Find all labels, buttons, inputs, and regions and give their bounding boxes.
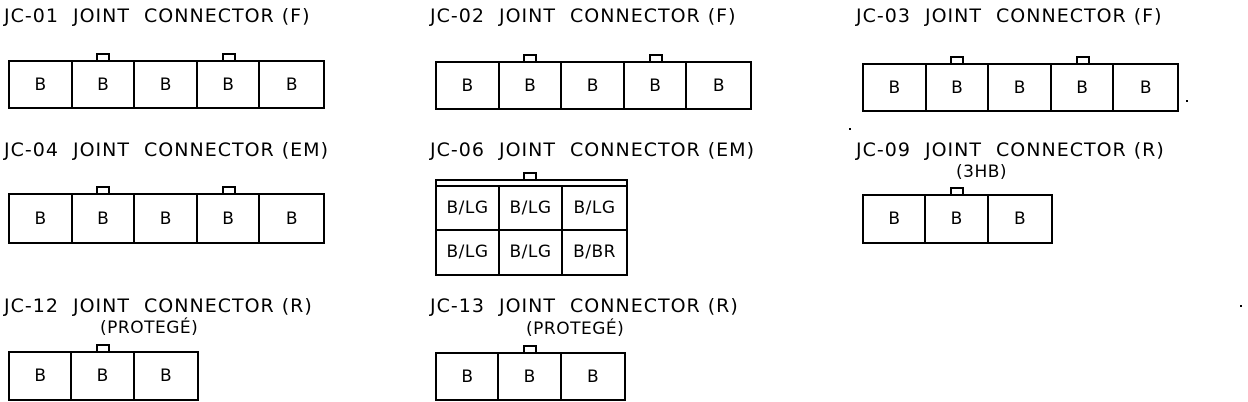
jc13-pin-3: B: [587, 366, 599, 387]
jc03-connector-body: B B B B B: [862, 63, 1179, 112]
jc03-lock-tab: [950, 56, 964, 63]
jc12-lock-tab: [96, 344, 110, 351]
jc06-connector-body: B/LG B/LG B/LG B/LG B/LG B/BR: [435, 185, 628, 276]
jc12-subtitle: (PROTEGÉ): [100, 318, 199, 338]
jc12-pin-3: B: [160, 366, 172, 386]
jc02-connector-body: B B B B B: [435, 61, 752, 110]
jc13-pin-2: B: [499, 354, 562, 399]
jc01-pin-5: B: [285, 74, 298, 95]
scan-speck-3: [1240, 305, 1242, 307]
jc03-pin-5: B: [1139, 77, 1152, 98]
jc09-pin-1: B: [864, 196, 927, 242]
jc06-pin-1: B/LG: [437, 187, 500, 231]
jc13-lock-tab: [523, 345, 537, 352]
jc04-pin-5: B: [285, 208, 298, 229]
jc09-lock-tab: [950, 187, 964, 194]
jc01-title: JC-01 JOINT CONNECTOR (F): [4, 5, 311, 27]
jc04-pin-4: B: [198, 195, 261, 242]
jc09-subtitle: (3HB): [956, 162, 1008, 182]
jc01-connector-body: B B B B B: [8, 60, 325, 109]
jc13-pin-1: B: [437, 354, 500, 399]
jc03-pin-2: B: [927, 65, 990, 110]
jc06-pin-3: B/LG: [563, 187, 626, 231]
jc09-pin-3: B: [1014, 209, 1026, 229]
jc06-housing-top: [435, 179, 628, 187]
jc02-pin-3: B: [562, 63, 625, 108]
jc01-lock-tab: [96, 53, 110, 60]
jc02-pin-5: B: [712, 75, 725, 96]
scan-speck: [849, 128, 851, 130]
jc01-pin-3: B: [135, 62, 198, 107]
jc01-pin-2: B: [73, 62, 136, 107]
jc01-pin-4: B: [198, 62, 261, 107]
jc03-lock-tab-2: [1076, 56, 1090, 63]
jc06-pin-2: B/LG: [500, 187, 563, 231]
jc02-lock-tab: [523, 54, 537, 61]
jc04-pin-3: B: [135, 195, 198, 242]
jc06-pin-5: B/LG: [500, 230, 563, 274]
jc04-pin-1: B: [10, 195, 73, 242]
jc06-lock-tab: [523, 172, 537, 179]
jc03-pin-4: B: [1052, 65, 1115, 110]
jc02-pin-2: B: [500, 63, 563, 108]
jc04-title: JC-04 JOINT CONNECTOR (EM): [4, 139, 329, 161]
jc03-title: JC-03 JOINT CONNECTOR (F): [856, 5, 1163, 27]
jc06-pin-4: B/LG: [437, 230, 500, 274]
jc01-pin-1: B: [10, 62, 73, 107]
jc12-pin-1: B: [10, 353, 73, 399]
jc09-pin-2: B: [926, 196, 989, 242]
jc03-pin-1: B: [864, 65, 927, 110]
jc04-lock-tab: [96, 186, 110, 193]
jc13-subtitle: (PROTEGÉ): [526, 319, 625, 339]
jc09-title: JC-09 JOINT CONNECTOR (R): [856, 139, 1165, 161]
jc12-pin-2: B: [72, 353, 135, 399]
jc09-connector-body: B B B: [862, 194, 1053, 244]
jc04-connector-body: B B B B B: [8, 193, 325, 244]
jc02-pin-4: B: [625, 63, 688, 108]
jc06-pin-6: B/BR: [573, 242, 616, 263]
jc13-connector-body: B B B: [435, 352, 626, 401]
scan-speck-2: [1186, 100, 1188, 102]
jc13-title: JC-13 JOINT CONNECTOR (R): [430, 295, 739, 317]
jc12-connector-body: B B B: [8, 351, 199, 401]
jc03-pin-3: B: [989, 65, 1052, 110]
jc04-lock-tab-2: [222, 186, 236, 193]
jc12-title: JC-12 JOINT CONNECTOR (R): [4, 295, 313, 317]
jc02-title: JC-02 JOINT CONNECTOR (F): [430, 5, 737, 27]
jc06-title: JC-06 JOINT CONNECTOR (EM): [430, 139, 755, 161]
jc02-lock-tab-2: [649, 54, 663, 61]
jc02-pin-1: B: [437, 63, 500, 108]
jc01-lock-tab-2: [222, 53, 236, 60]
jc04-pin-2: B: [73, 195, 136, 242]
